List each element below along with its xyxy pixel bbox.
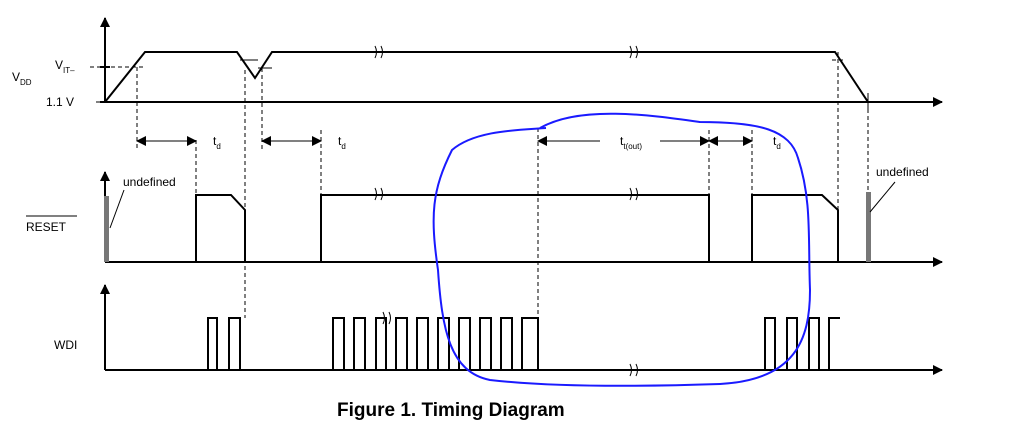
undefined-pointer-left <box>109 189 125 229</box>
vdd-label: VDD <box>12 70 32 87</box>
undefined-label-left: undefined <box>123 175 176 189</box>
vdd-waveform <box>104 51 869 103</box>
handdrawn-circle-annotation <box>432 112 812 387</box>
td-label: td <box>773 134 781 151</box>
td-label: td <box>213 134 221 151</box>
reset-trace <box>100 171 943 267</box>
break-mark <box>629 363 638 377</box>
v11-label: 1.1 V <box>46 95 74 109</box>
break-mark <box>629 187 638 201</box>
undefined-region-left <box>104 196 109 262</box>
vdd-break-marks <box>374 45 638 59</box>
vdd-threshold-marks <box>90 59 869 111</box>
timing-guides <box>136 52 869 318</box>
break-mark <box>382 311 391 325</box>
break-mark <box>629 45 638 59</box>
undefined-region-right <box>866 192 871 262</box>
tout-label: tt(out) <box>620 134 642 151</box>
td-label: td <box>338 134 346 151</box>
wdi-waveform <box>105 317 840 371</box>
undefined-pointer-right <box>869 181 896 213</box>
vdd-trace <box>100 17 943 107</box>
reset-label: RESET <box>26 220 67 234</box>
reset-waveform <box>110 194 866 263</box>
break-mark <box>374 45 383 59</box>
figure-caption: Figure 1. Timing Diagram <box>337 400 565 421</box>
wdi-trace <box>100 284 943 377</box>
wdi-label: WDI <box>54 338 77 352</box>
undefined-label-right: undefined <box>876 165 929 179</box>
break-mark <box>374 187 383 201</box>
vit-label: VIT– <box>55 58 75 75</box>
